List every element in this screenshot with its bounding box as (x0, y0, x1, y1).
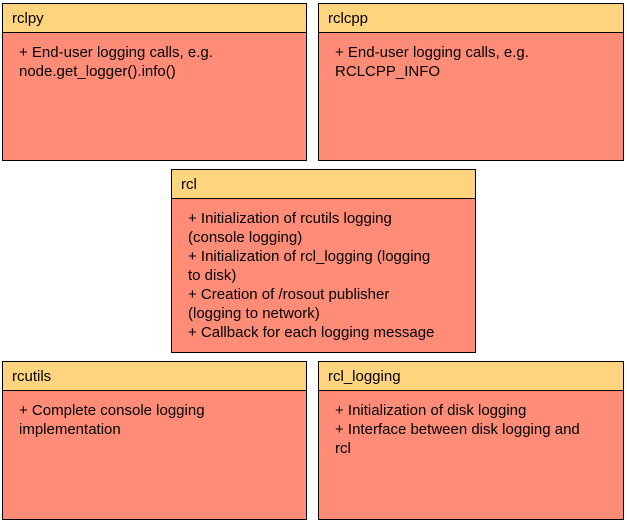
rcl-title: rcl (172, 170, 475, 199)
rclcpp-title: rclcpp (319, 4, 623, 33)
rclcpp-line: + End-user logging calls, e.g. (335, 44, 529, 61)
rcl-body: + Initialization of rcutils logging (con… (172, 199, 475, 342)
rcl-box: rcl + Initialization of rcutils logging … (171, 169, 476, 353)
rcl-logging-body: + Initialization of disk logging + Inter… (319, 391, 623, 458)
rclcpp-line: RCLCPP_INFO (335, 63, 441, 80)
rcl-line: + Creation of /rosout publisher (188, 286, 390, 303)
rcutils-box: rcutils + Complete console logging imple… (2, 361, 307, 520)
rclpy-line: + End-user logging calls, e.g. (19, 44, 213, 61)
rclcpp-box: rclcpp + End-user logging calls, e.g. RC… (318, 3, 624, 161)
rcl-line: + Initialization of rcl_logging (logging (188, 248, 431, 265)
rcl-logging-box: rcl_logging + Initialization of disk log… (318, 361, 624, 520)
rcl-logging-line: + Initialization of disk logging (335, 402, 527, 419)
rcl-line: + Callback for each logging message (188, 324, 435, 341)
rcl-line: + Initialization of rcutils logging (188, 210, 392, 227)
rclcpp-body: + End-user logging calls, e.g. RCLCPP_IN… (319, 33, 623, 81)
rcl-logging-line: rcl (335, 440, 351, 457)
rclpy-line: node.get_logger().info() (19, 63, 176, 80)
rcutils-body: + Complete console logging implementatio… (3, 391, 306, 439)
rcl-logging-title: rcl_logging (319, 362, 623, 391)
rcl-line: (logging to network) (188, 305, 320, 322)
rclpy-title: rclpy (3, 4, 306, 33)
rclpy-box: rclpy + End-user logging calls, e.g. nod… (2, 3, 307, 161)
rcl-logging-line: + Interface between disk logging and (335, 421, 580, 438)
rcutils-line: implementation (19, 421, 121, 438)
rcutils-title: rcutils (3, 362, 306, 391)
rcl-line: to disk) (188, 267, 237, 284)
rclpy-body: + End-user logging calls, e.g. node.get_… (3, 33, 306, 81)
rcutils-line: + Complete console logging (19, 402, 205, 419)
rcl-line: (console logging) (188, 229, 303, 246)
